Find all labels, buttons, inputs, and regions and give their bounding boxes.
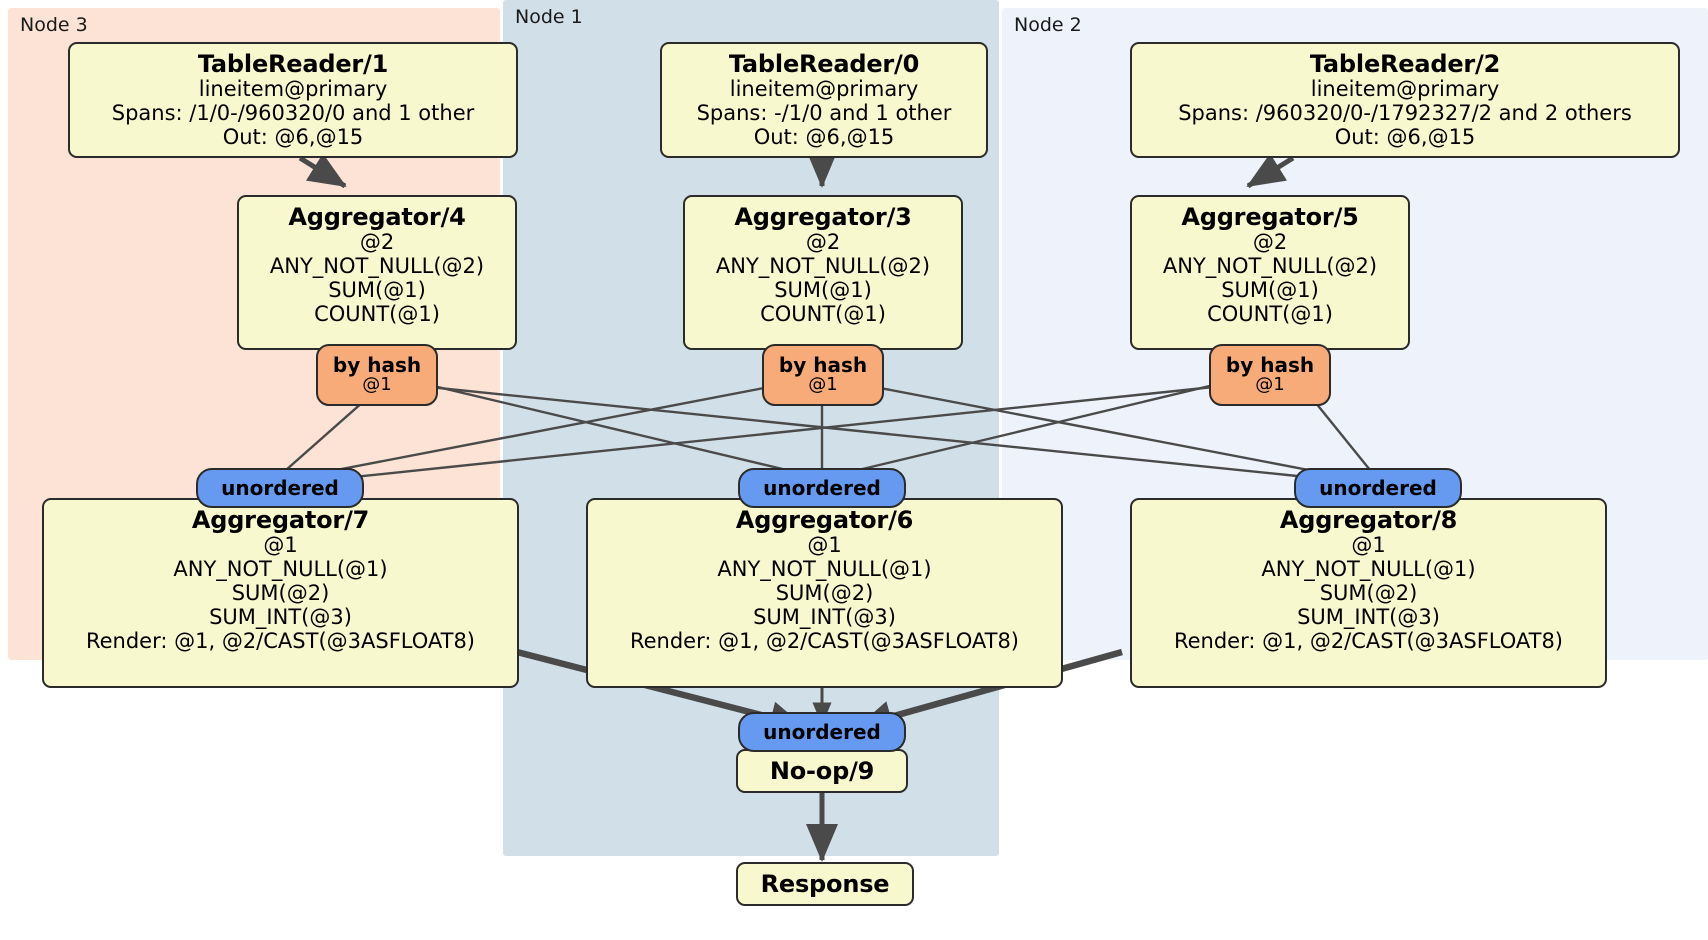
processor-line: @2	[1252, 229, 1288, 254]
processor-box-tablereader0[interactable]: TableReader/0 lineitem@primary Spans: -/…	[660, 42, 988, 158]
processor-title: Aggregator/5	[1181, 203, 1359, 231]
processor-line: ANY_NOT_NULL(@2)	[1162, 253, 1378, 278]
processor-title: No-op/9	[769, 756, 875, 785]
router-label: unordered	[763, 476, 881, 500]
router-pill-unordered-left[interactable]: unordered	[196, 468, 364, 508]
processor-line: Out: @6,@15	[1334, 124, 1476, 149]
processor-line: SUM(@2)	[231, 580, 330, 605]
processor-box-aggregator4[interactable]: Aggregator/4 @2 ANY_NOT_NULL(@2) SUM(@1)…	[237, 195, 517, 350]
processor-line: SUM_INT(@3)	[753, 604, 896, 629]
processor-title: Aggregator/7	[191, 506, 370, 534]
processor-box-aggregator3[interactable]: Aggregator/3 @2 ANY_NOT_NULL(@2) SUM(@1)…	[683, 195, 963, 350]
processor-line: SUM(@1)	[774, 277, 872, 302]
router-pill-unordered-center[interactable]: unordered	[738, 468, 906, 508]
router-label: unordered	[763, 720, 881, 744]
processor-line: @1	[807, 532, 842, 557]
processor-line: ANY_NOT_NULL(@1)	[1261, 556, 1476, 581]
router-pill-unordered-final[interactable]: unordered	[738, 712, 906, 752]
node-label-node2: Node 2	[1014, 14, 1082, 36]
processor-box-aggregator7[interactable]: Aggregator/7 @1 ANY_NOT_NULL(@1) SUM(@2)…	[42, 498, 519, 688]
processor-line: Out: @6,@15	[222, 124, 364, 149]
router-sublabel: @1	[808, 374, 838, 396]
processor-title: Aggregator/8	[1279, 506, 1458, 534]
processor-line: COUNT(@1)	[760, 301, 886, 326]
processor-title: Aggregator/3	[734, 203, 912, 231]
processor-title: TableReader/1	[197, 50, 389, 78]
processor-line: Spans: /960320/0-/1792327/2 and 2 others	[1178, 100, 1632, 125]
router-pill-byhash-center[interactable]: by hash @1	[762, 344, 884, 406]
processor-box-aggregator8[interactable]: Aggregator/8 @1 ANY_NOT_NULL(@1) SUM(@2)…	[1130, 498, 1607, 688]
processor-line: Out: @6,@15	[753, 124, 895, 149]
processor-title: Response	[760, 869, 890, 898]
router-label: unordered	[1319, 476, 1437, 500]
processor-line: Render: @1, @2/CAST(@3ASFLOAT8)	[1173, 628, 1564, 653]
processor-line: @2	[805, 229, 841, 254]
processor-line: @1	[263, 532, 298, 557]
processor-box-noop9[interactable]: No-op/9	[736, 749, 908, 793]
processor-line: SUM_INT(@3)	[1297, 604, 1440, 629]
processor-line: SUM(@1)	[1221, 277, 1319, 302]
processor-line: ANY_NOT_NULL(@1)	[717, 556, 932, 581]
router-label: by hash	[778, 353, 868, 378]
processor-box-tablereader1[interactable]: TableReader/1 lineitem@primary Spans: /1…	[68, 42, 518, 158]
processor-line: SUM(@1)	[328, 277, 426, 302]
processor-line: @2	[359, 229, 395, 254]
processor-box-response[interactable]: Response	[736, 862, 914, 906]
processor-line: SUM(@2)	[775, 580, 874, 605]
processor-line: SUM(@2)	[1319, 580, 1418, 605]
router-label: by hash	[332, 353, 422, 378]
processor-line: COUNT(@1)	[1207, 301, 1333, 326]
processor-line: Render: @1, @2/CAST(@3ASFLOAT8)	[629, 628, 1020, 653]
processor-box-aggregator5[interactable]: Aggregator/5 @2 ANY_NOT_NULL(@2) SUM(@1)…	[1130, 195, 1410, 350]
router-pill-unordered-right[interactable]: unordered	[1294, 468, 1462, 508]
router-sublabel: @1	[1255, 374, 1285, 396]
processor-title: Aggregator/4	[288, 203, 466, 231]
processor-line: Render: @1, @2/CAST(@3ASFLOAT8)	[85, 628, 476, 653]
processor-title: TableReader/0	[728, 50, 920, 78]
node-label-node3: Node 3	[20, 14, 88, 36]
processor-box-tablereader2[interactable]: TableReader/2 lineitem@primary Spans: /9…	[1130, 42, 1680, 158]
processor-title: Aggregator/6	[735, 506, 914, 534]
processor-line: @1	[1351, 532, 1386, 557]
processor-line: ANY_NOT_NULL(@2)	[715, 253, 931, 278]
processor-line: SUM_INT(@3)	[209, 604, 352, 629]
processor-line: lineitem@primary	[1310, 76, 1500, 101]
processor-line: ANY_NOT_NULL(@2)	[269, 253, 485, 278]
processor-title: TableReader/2	[1309, 50, 1501, 78]
router-pill-byhash-left[interactable]: by hash @1	[316, 344, 438, 406]
node-label-node1: Node 1	[515, 6, 583, 28]
processor-line: ANY_NOT_NULL(@1)	[173, 556, 388, 581]
processor-line: lineitem@primary	[729, 76, 919, 101]
processor-line: lineitem@primary	[198, 76, 388, 101]
router-pill-byhash-right[interactable]: by hash @1	[1209, 344, 1331, 406]
router-label: by hash	[1225, 353, 1315, 378]
processor-line: Spans: -/1/0 and 1 other	[696, 100, 952, 125]
processor-box-aggregator6[interactable]: Aggregator/6 @1 ANY_NOT_NULL(@1) SUM(@2)…	[586, 498, 1063, 688]
router-label: unordered	[221, 476, 339, 500]
processor-line: COUNT(@1)	[314, 301, 440, 326]
processor-line: Spans: /1/0-/960320/0 and 1 other	[111, 100, 475, 125]
router-sublabel: @1	[362, 374, 392, 396]
